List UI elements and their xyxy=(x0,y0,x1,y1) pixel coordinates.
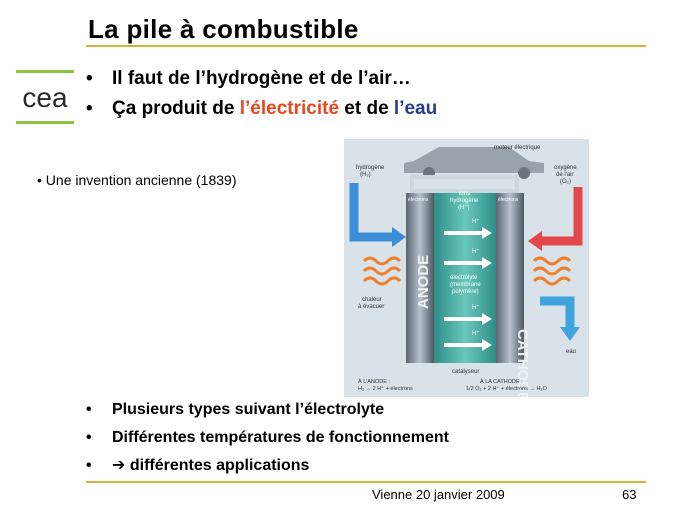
top-bullet-list: •Il faut de l’hydrogène et de l’air… •Ça… xyxy=(86,66,437,126)
svg-text:électrolyte: électrolyte xyxy=(450,275,478,281)
bullet-item: •Plusieurs types suivant l’électrolyte xyxy=(86,401,385,418)
footer-text: Vienne 20 janvier 2009 xyxy=(372,487,505,502)
svg-text:1/2 O₂ + 2 H⁺ + électrons → H₂: 1/2 O₂ + 2 H⁺ + électrons → H₂O xyxy=(466,385,548,392)
svg-text:hydrogène: hydrogène xyxy=(450,198,479,204)
svg-text:CATHODE: CATHODE xyxy=(514,329,531,397)
bullet-item: •Ça produit de l’électricité et de l’eau xyxy=(86,98,438,119)
svg-text:(H⁺): (H⁺) xyxy=(458,204,470,211)
highlight-electricity: l’électricité xyxy=(239,98,340,119)
page-number: 63 xyxy=(622,487,637,502)
svg-text:hydrogène: hydrogène xyxy=(356,165,385,171)
svg-text:électrons: électrons xyxy=(498,197,519,203)
bullet-item: •Il faut de l’hydrogène et de l’air… xyxy=(86,68,411,89)
footer-divider xyxy=(86,481,646,483)
svg-text:eau: eau xyxy=(566,349,576,355)
bullet-item: •➔ différentes applications xyxy=(86,457,310,474)
svg-text:polymère): polymère) xyxy=(452,289,479,295)
svg-text:H₂ → 2 H⁺ + électrons: H₂ → 2 H⁺ + électrons xyxy=(358,385,413,392)
svg-text:H⁺: H⁺ xyxy=(472,330,480,337)
title-divider xyxy=(86,45,646,47)
svg-text:oxygène: oxygène xyxy=(554,165,577,171)
svg-text:catalyseur: catalyseur xyxy=(452,369,479,375)
invention-note: • Une invention ancienne (1839) xyxy=(37,172,237,188)
svg-text:électrons: électrons xyxy=(408,197,429,203)
svg-text:cea: cea xyxy=(22,82,68,113)
svg-text:H⁺: H⁺ xyxy=(472,248,480,255)
membrane xyxy=(434,193,496,363)
svg-text:H⁺: H⁺ xyxy=(472,304,480,311)
svg-text:H⁺: H⁺ xyxy=(472,218,480,225)
fuel-cell-diagram: moteur électrique hydrogène (H₂) oxygène… xyxy=(344,139,589,397)
bottom-bullet-list: •Plusieurs types suivant l’électrolyte •… xyxy=(86,398,449,482)
svg-text:(O₂): (O₂) xyxy=(560,179,571,185)
anode-plate xyxy=(406,193,434,363)
svg-text:(membrane: (membrane xyxy=(450,282,481,288)
svg-text:(H₂): (H₂) xyxy=(360,172,371,178)
svg-text:ions: ions xyxy=(459,191,470,197)
svg-text:moteur électrique: moteur électrique xyxy=(494,145,541,151)
slide-title: La pile à combustible xyxy=(88,14,359,44)
bullet-item: •Différentes températures de fonctionnem… xyxy=(86,429,449,446)
highlight-water: l’eau xyxy=(393,98,438,119)
cea-logo: cea xyxy=(16,70,74,124)
svg-text:à évacuer: à évacuer xyxy=(358,304,384,310)
svg-text:chaleur: chaleur xyxy=(362,297,382,303)
bullet-text: Il faut de l’hydrogène et de l’air… xyxy=(112,68,411,89)
svg-text:À L'ANODE :: À L'ANODE : xyxy=(358,378,390,385)
cathode-plate xyxy=(496,193,524,363)
svg-text:ANODE: ANODE xyxy=(415,255,432,309)
svg-text:de l'air: de l'air xyxy=(556,172,574,178)
svg-text:À LA CATHODE :: À LA CATHODE : xyxy=(480,378,523,385)
